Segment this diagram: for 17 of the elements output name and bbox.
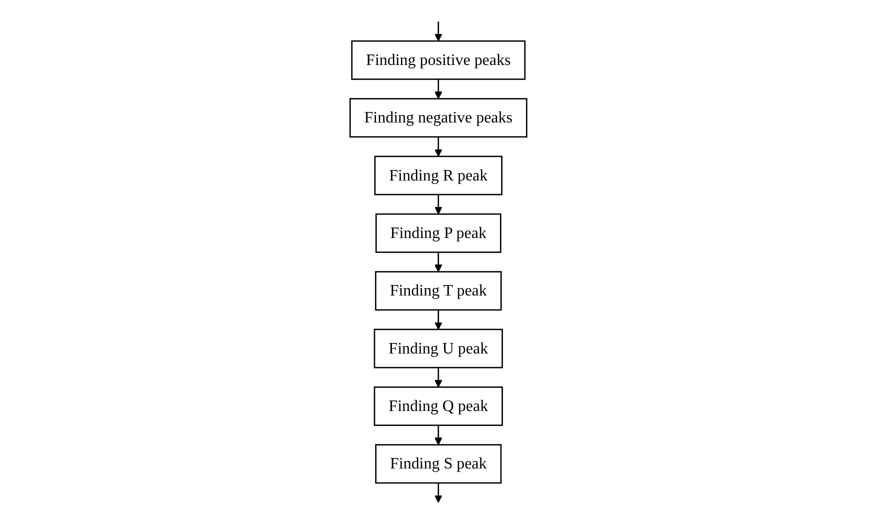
- arrow: [434, 368, 442, 388]
- process-box: Finding P peak: [375, 213, 501, 253]
- arrow: [434, 425, 442, 446]
- arrow: [434, 136, 442, 157]
- arrow: [434, 482, 442, 503]
- process-box: Finding positive peaks: [350, 40, 526, 80]
- process-box: Finding negative peaks: [349, 98, 527, 138]
- process-box: Finding S peak: [374, 444, 502, 484]
- arrow: [434, 79, 442, 100]
- process-box: Finding R peak: [374, 156, 502, 196]
- process-box: Finding T peak: [374, 271, 502, 311]
- arrow: [434, 22, 442, 42]
- process-box: Finding U peak: [373, 328, 503, 368]
- arrow: [434, 194, 442, 214]
- process-box: Finding Q peak: [373, 386, 503, 426]
- arrow: [434, 310, 442, 330]
- arrow: [434, 252, 442, 272]
